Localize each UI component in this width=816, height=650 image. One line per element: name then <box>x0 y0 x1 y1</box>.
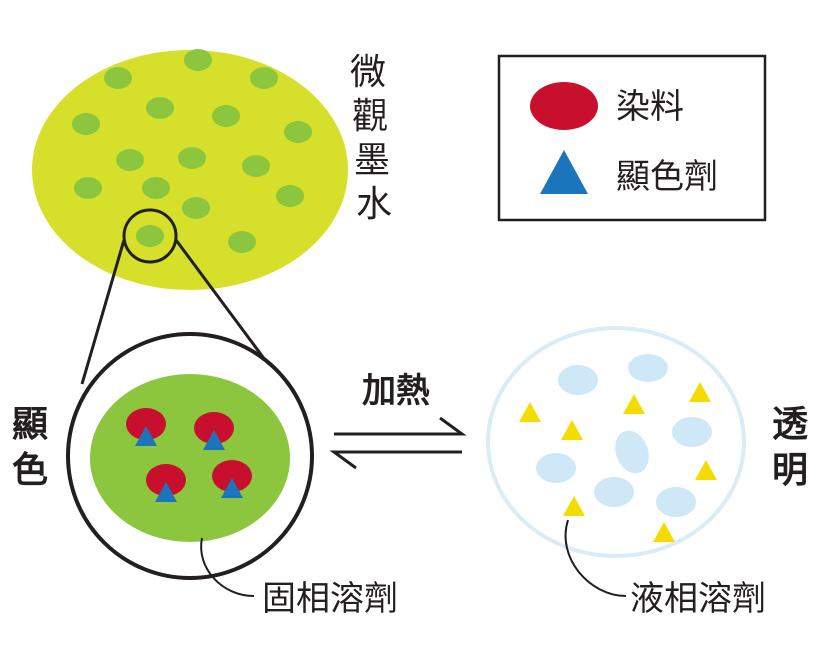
dye-particle <box>146 464 186 496</box>
developer-particle-dissolved <box>519 402 541 422</box>
ink-dot <box>242 155 270 177</box>
developer-particle-dissolved <box>623 394 645 414</box>
developer-particle-dissolved <box>563 496 585 516</box>
developer-particle-dissolved <box>695 460 717 480</box>
liquid-solvent-callout <box>564 519 627 597</box>
ink-dot <box>142 177 170 199</box>
dye-developer-complexes <box>126 408 252 502</box>
developer-particle <box>155 482 177 502</box>
ink-dot <box>72 113 100 135</box>
ink-dot <box>228 231 256 253</box>
ink-dot <box>212 105 240 127</box>
dye-particle-dissolved <box>628 354 668 382</box>
ink-title-char-1: 觀 <box>352 96 388 137</box>
legend-dye-label: 染料 <box>616 87 684 127</box>
left-state-char-1: 色 <box>12 450 48 491</box>
dye-particle <box>126 408 166 440</box>
developer-particle <box>203 430 225 450</box>
dye-particle <box>194 412 234 444</box>
dye-particle-dissolved <box>536 453 576 483</box>
legend-developer-icon <box>540 150 588 194</box>
ink-title-char-3: 水 <box>356 184 392 225</box>
liquid-solvent-label: 液相溶劑 <box>630 579 766 619</box>
ink-dot <box>136 225 164 247</box>
reverse-arrow <box>329 450 462 470</box>
developer-particle-dissolved <box>689 382 711 402</box>
ink-dot <box>276 185 304 207</box>
left-state-char-0: 顯 <box>12 404 48 445</box>
right-state-char-0: 透 <box>772 404 809 445</box>
ink-dot <box>178 147 206 169</box>
dye-particle-dissolved <box>558 365 598 395</box>
dye-particle-dissolved <box>656 487 696 517</box>
magnifier-line-right <box>174 239 276 373</box>
ink-dots <box>72 49 312 253</box>
ink-dot <box>104 67 132 89</box>
dye-particle-dissolved <box>594 477 634 507</box>
developer-particle <box>221 478 243 498</box>
dye-particle <box>212 460 252 492</box>
legend-dye-icon <box>530 82 598 130</box>
developer-particle-dissolved <box>561 420 583 440</box>
ink-circle <box>32 50 348 290</box>
ink-title-char-0: 微 <box>350 52 386 93</box>
ink-dot <box>74 177 102 199</box>
magnifier-small-circle <box>122 208 178 264</box>
solid-solvent-callout <box>200 537 255 597</box>
ink-dot <box>146 97 174 119</box>
legend-developer-label: 顯色劑 <box>616 157 718 197</box>
magnifier-line-left <box>80 239 126 385</box>
liquid-triangles <box>519 382 717 542</box>
ink-title-char-2: 墨 <box>354 140 390 181</box>
solid-solvent-area <box>90 374 290 542</box>
developer-particle <box>135 426 157 446</box>
right-state-char-1: 明 <box>772 450 808 491</box>
dye-particle-dissolved <box>615 430 649 474</box>
developer-particle-dissolved <box>653 522 675 542</box>
process-label: 加熱 <box>362 371 430 411</box>
ink-dot <box>182 197 210 219</box>
liquid-dots <box>536 354 712 517</box>
ink-dot <box>284 121 312 143</box>
dye-particle-dissolved <box>672 417 712 447</box>
solid-solvent-label: 固相溶劑 <box>262 579 398 619</box>
ink-dot <box>116 149 144 171</box>
forward-arrow <box>334 416 467 436</box>
ink-dot <box>184 49 212 71</box>
ink-dot <box>250 67 278 89</box>
